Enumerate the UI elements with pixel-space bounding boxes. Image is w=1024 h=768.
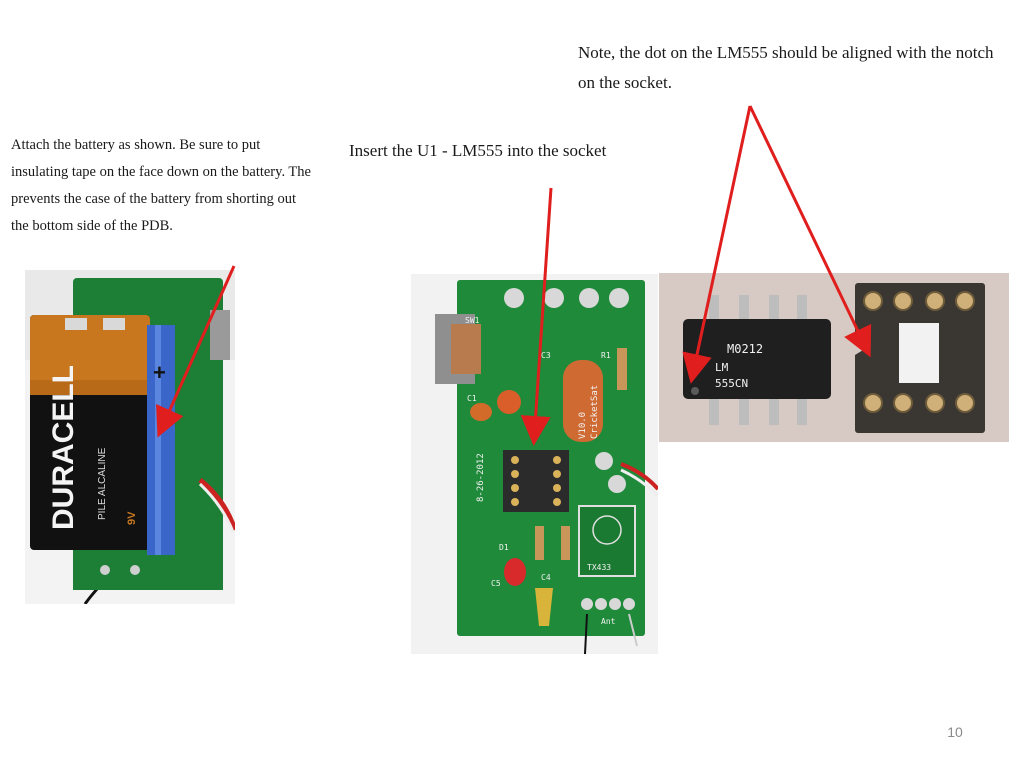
battery-subtitle: PILE ALCALINE [97,447,108,520]
chip-marking-1: M0212 [727,342,763,356]
ic-socket-closeup [855,283,985,433]
version-label: V10.0 [578,412,588,439]
tx433-module [578,505,636,577]
led-d1 [504,558,526,586]
insert-instruction: Insert the U1 - LM555 into the socket [349,141,607,160]
chip-marking-2: LM [715,361,729,374]
battery-photo: + DURACELL PILE ALCALINE 9V [25,270,235,604]
tx433-label: TX433 [587,563,611,572]
date-label: 8-26-2012 [476,453,486,502]
attach-battery-instruction: Attach the battery as shown. Be sure to … [11,137,311,234]
d1-label: D1 [499,543,509,552]
board-name-label: CricketSat [590,385,600,439]
battery-voltage: 9V [126,511,138,525]
page-number: 10 [947,724,963,740]
pin1-dot [691,387,699,395]
note-text: Note, the dot on the LM555 should be ali… [578,43,994,92]
c3-label: C3 [541,351,551,360]
ant-label: Ant [601,617,616,626]
capacitor-c3 [563,360,603,442]
switch-body [210,310,230,360]
circuit-board-photo: SW1 C1 C3 R1 8-26-2012 V10.0 CricketSat … [411,274,658,654]
c4-label: C4 [541,573,551,582]
battery-copper-top [30,315,150,395]
c1-label: C1 [467,394,477,403]
sw1-label: SW1 [465,316,480,325]
c5-label: C5 [491,579,501,588]
battery-plus-sign: + [153,360,166,385]
chip-marking-3: 555CN [715,377,748,390]
battery-brand: DURACELL [47,365,80,530]
r1-label: R1 [601,351,611,360]
chip-socket-photo: M0212 LM 555CN [659,273,1009,442]
